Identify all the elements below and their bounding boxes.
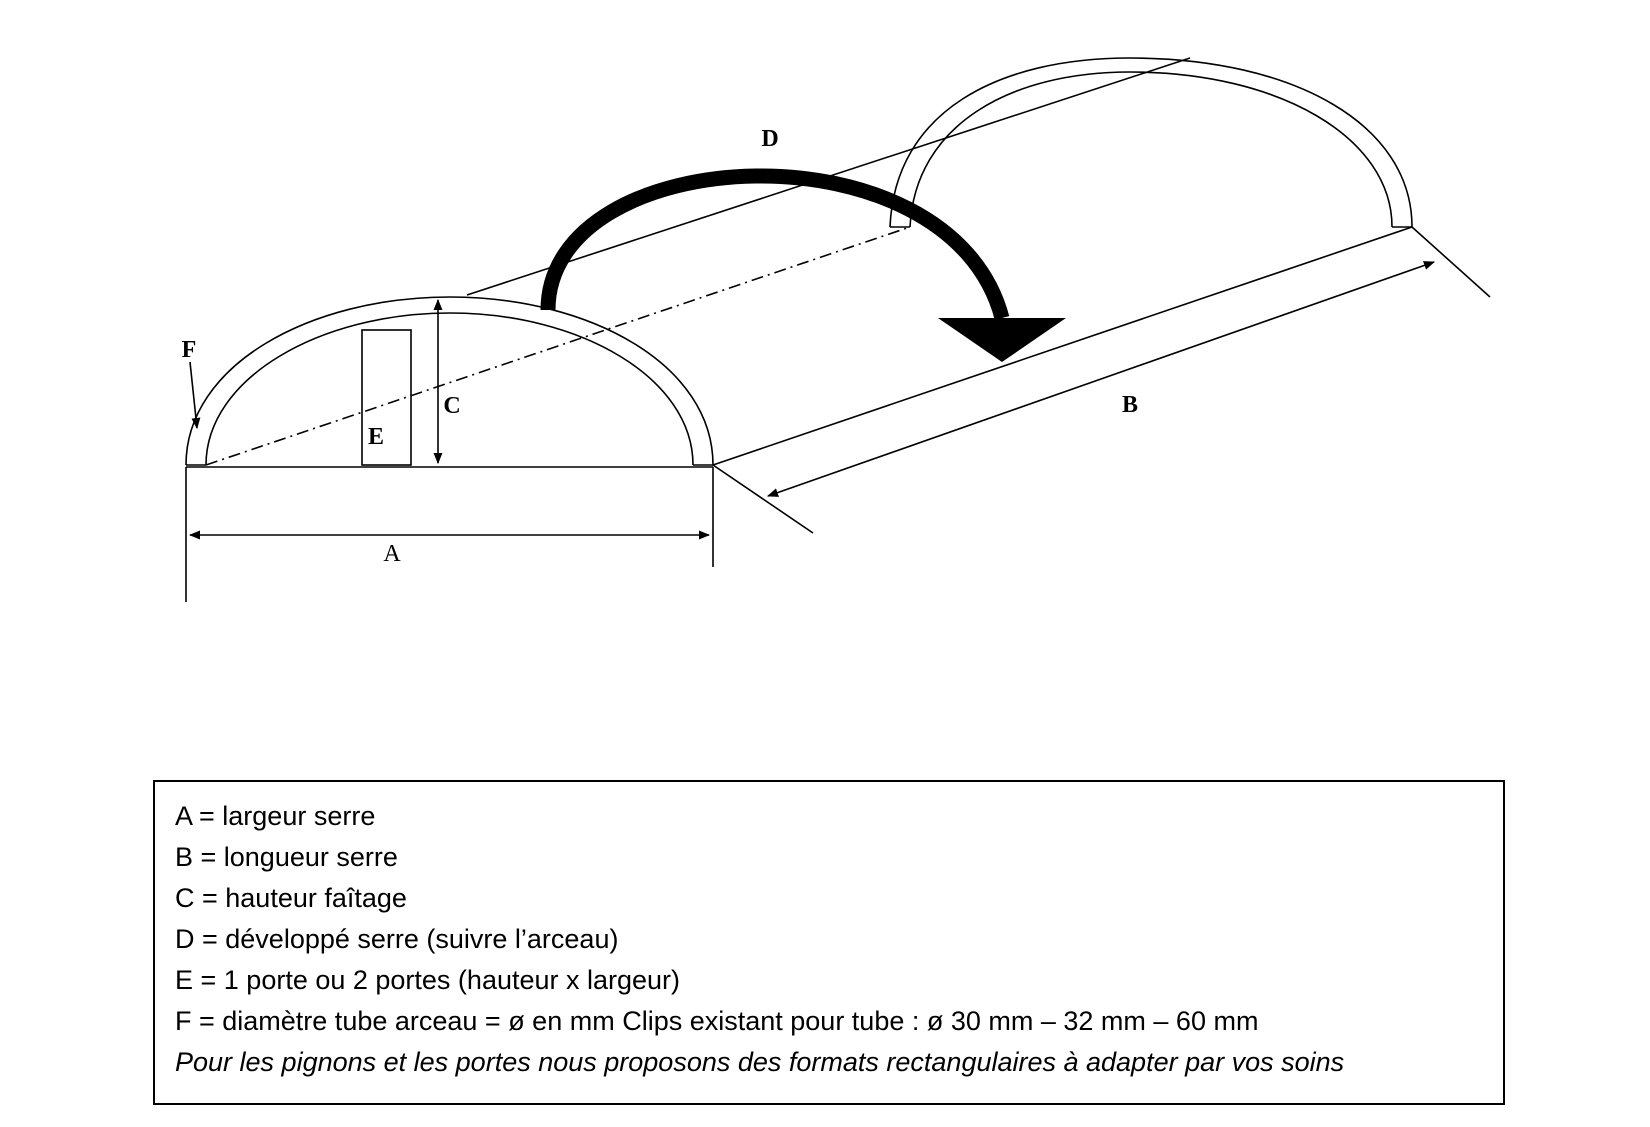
- pointer-f: [189, 361, 201, 430]
- legend-item-a: A = largeur serre: [175, 801, 376, 831]
- label-d: D: [761, 126, 778, 152]
- legend-item-f: F = diamètre tube arceau = ø en mm Clips…: [175, 1006, 1259, 1036]
- legend-item-e: E = 1 porte ou 2 portes (hauteur x large…: [175, 965, 681, 995]
- legend-note: Pour les pignons et les portes nous prop…: [175, 1047, 1345, 1077]
- label-a: A: [383, 541, 401, 567]
- dimension-b-arrow: [766, 261, 1436, 497]
- right-base-line: [712, 226, 1413, 466]
- left-base-hidden-line: [205, 226, 911, 466]
- back-arch-inner: [909, 71, 1393, 228]
- development-arc-d: [540, 168, 1010, 320]
- back-arch-outer: [889, 57, 1413, 228]
- label-e: E: [368, 424, 384, 450]
- legend-box: A = largeur serre B = longueur serre C =…: [153, 780, 1505, 1105]
- front-arch-inner: [205, 312, 694, 466]
- legend-item-c: C = hauteur faîtage: [175, 883, 407, 913]
- dimension-b-front-ext: [712, 464, 814, 534]
- door-e: [361, 329, 412, 466]
- development-arc-d-arrowhead: [938, 318, 1066, 362]
- dimension-b-back-ext: [1411, 226, 1491, 298]
- label-c: C: [443, 393, 460, 419]
- legend-item-b: B = longueur serre: [175, 842, 398, 872]
- label-f: F: [182, 337, 197, 363]
- greenhouse-diagram: A B C D E F: [182, 57, 1491, 602]
- legend-item-d: D = développé serre (suivre l’arceau): [175, 924, 619, 954]
- label-b: B: [1122, 392, 1138, 418]
- front-arch-outer: [185, 296, 714, 466]
